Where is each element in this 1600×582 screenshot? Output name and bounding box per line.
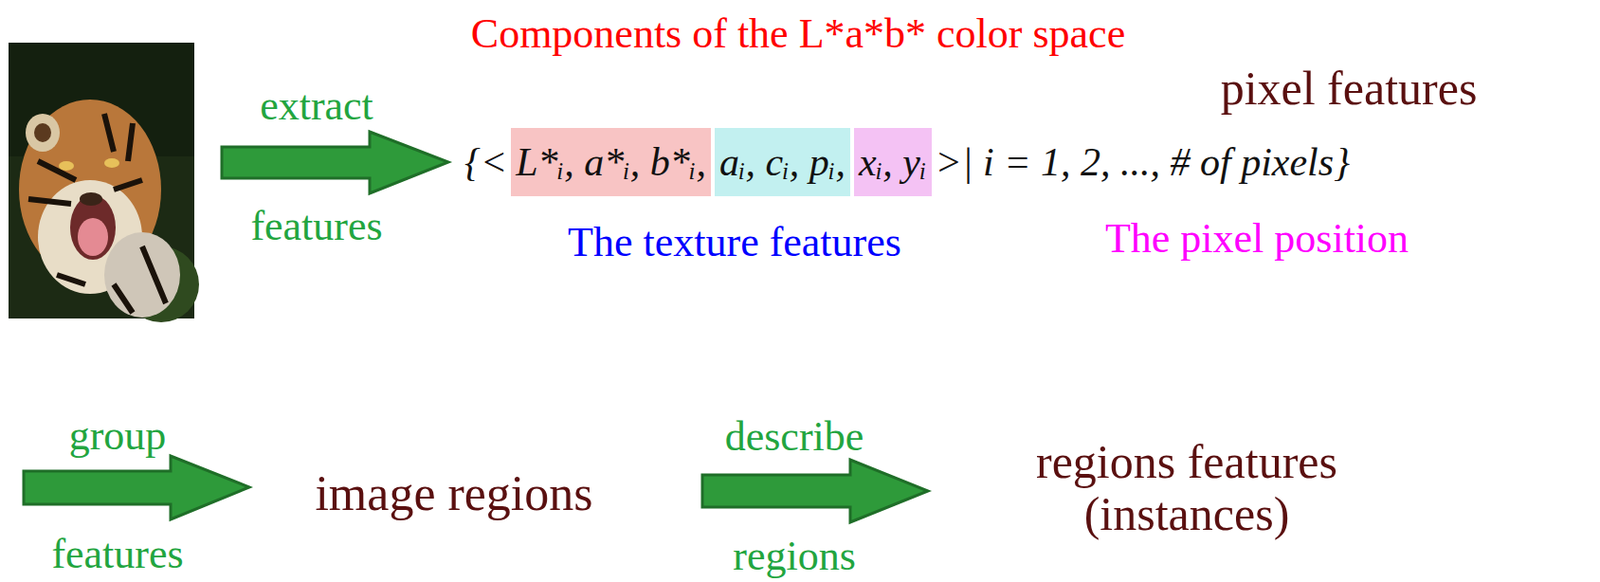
band-text: aᵢ, cᵢ, pᵢ,: [719, 140, 846, 184]
highlight-band: L*ᵢ, a*ᵢ, b*ᵢ,: [510, 127, 711, 197]
arrow-label: features: [51, 531, 183, 578]
annotation-title: Components of the L*a*b* color space: [471, 11, 1126, 57]
arrow-label: extract: [259, 83, 374, 129]
highlight-band: aᵢ, cᵢ, pᵢ,: [714, 127, 851, 197]
formula-text: {<: [464, 140, 508, 184]
arrow-label: describe: [725, 414, 865, 460]
highlight-band: xᵢ, yᵢ: [854, 127, 932, 197]
annotation-label: The pixel position: [1105, 216, 1409, 262]
arrow-label: group: [69, 413, 167, 459]
output-label: pixel features: [1220, 62, 1478, 115]
band-text: L*ᵢ, a*ᵢ, b*ᵢ,: [515, 140, 707, 184]
stage-label: image regions: [314, 466, 593, 521]
formula-text: >| i = 1, 2, ..., # of pixels}: [935, 140, 1350, 184]
arrow-label: features: [250, 203, 382, 250]
band-text: xᵢ, yᵢ: [858, 140, 928, 184]
tiger-photo: [8, 42, 200, 323]
output-label: regions features (instances): [978, 436, 1396, 541]
annotation-label: The texture features: [567, 219, 902, 266]
arrow-label: regions: [732, 533, 856, 580]
